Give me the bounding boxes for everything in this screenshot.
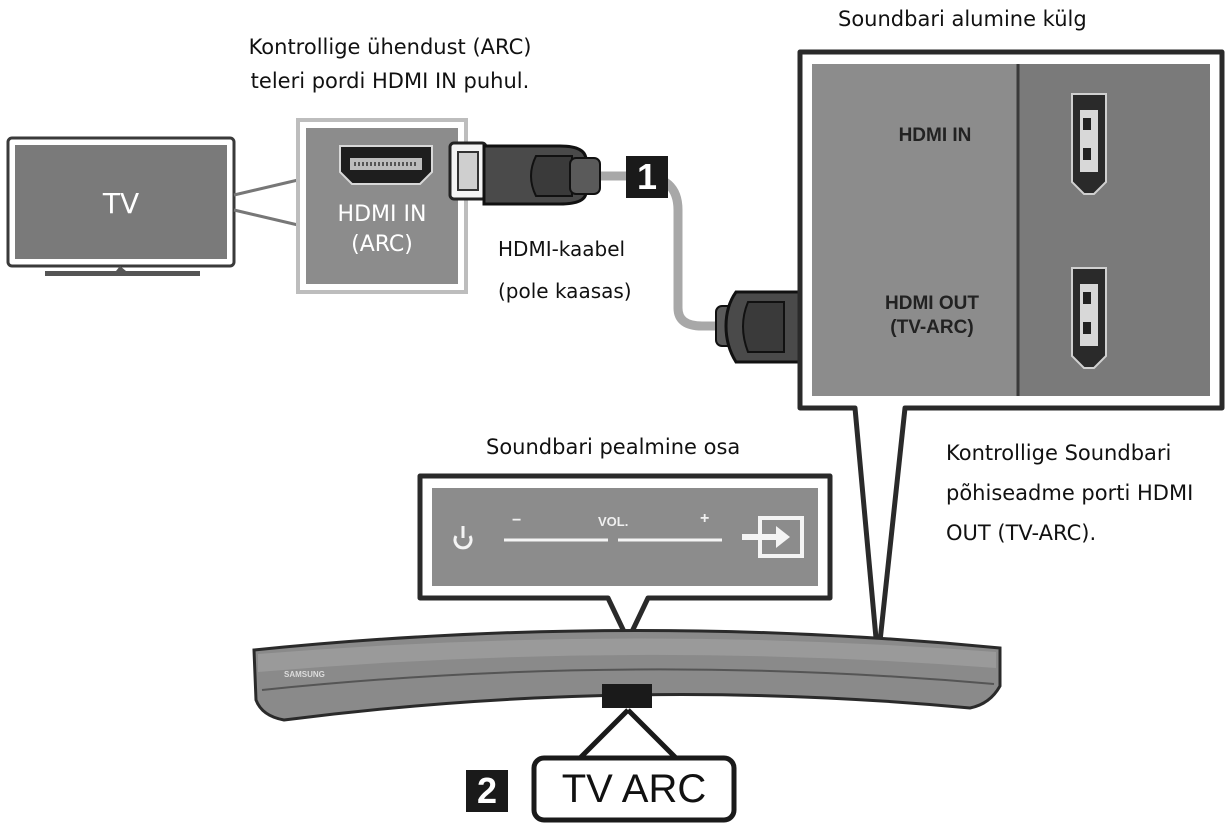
tv-arc-label: TV ARC: [561, 767, 707, 811]
tv-set: [6, 136, 236, 276]
soundbar-port-instruction: Kontrollige Soundbari põhiseadme porti H…: [946, 433, 1193, 553]
vol-minus-label: −: [512, 512, 522, 529]
tv-port-instruction: Kontrollige ühendust (ARC) teleri pordi …: [200, 30, 580, 98]
tv-callout-connector: [233, 178, 299, 227]
step-2-badge: 2: [466, 770, 508, 812]
tv-label: TV: [102, 187, 140, 220]
hdmi-out-label: HDMI OUT (TV-ARC): [862, 292, 1002, 340]
tv-arc-callout: [531, 708, 737, 823]
power-icon: [453, 526, 473, 550]
soundbar-body: [252, 629, 1002, 722]
soundbar-bottom-title: Soundbari alumine külg: [838, 7, 1087, 31]
cable-caption-line2: (pole kaasas): [498, 279, 632, 303]
soundbar-port-instruction-line3: OUT (TV-ARC).: [946, 521, 1097, 545]
tv-port-label-line1: HDMI IN: [337, 202, 427, 227]
tv-port-label: HDMI IN (ARC): [306, 200, 458, 260]
source-input-icon: [742, 516, 804, 558]
tv-port-instruction-line2: teleri pordi HDMI IN puhul.: [250, 69, 530, 93]
soundbar-bottom-callout: [797, 49, 1225, 663]
cable-caption: HDMI-kaabel (pole kaasas): [498, 228, 632, 312]
step-1-badge: 1: [626, 156, 668, 198]
tv-port-instruction-line1: Kontrollige ühendust (ARC): [248, 35, 532, 59]
vol-label: VOL.: [598, 514, 629, 529]
hdmi-port-icon: [339, 145, 433, 185]
hdmi-out-port-icon: [1071, 267, 1107, 369]
soundbar-port-instruction-line1: Kontrollige Soundbari: [946, 441, 1172, 465]
tv-port-callout: [296, 118, 468, 294]
tv-port-label-line2: (ARC): [351, 232, 413, 257]
cable-caption-line1: HDMI-kaabel: [498, 237, 626, 261]
hdmi-plug-tv: [448, 141, 601, 206]
hdmi-out-label-line1: HDMI OUT: [885, 293, 979, 314]
soundbar-port-instruction-line2: põhiseadme porti HDMI: [946, 481, 1194, 505]
hdmi-in-label: HDMI IN: [898, 125, 972, 146]
hdmi-out-label-line2: (TV-ARC): [890, 317, 974, 338]
hdmi-in-port-icon: [1071, 93, 1107, 195]
soundbar-brand: SAMSUNG: [284, 670, 325, 679]
soundbar-top-callout: [417, 473, 833, 643]
soundbar-top-title: Soundbari pealmine osa: [486, 435, 741, 459]
vol-plus-label: +: [700, 510, 710, 527]
